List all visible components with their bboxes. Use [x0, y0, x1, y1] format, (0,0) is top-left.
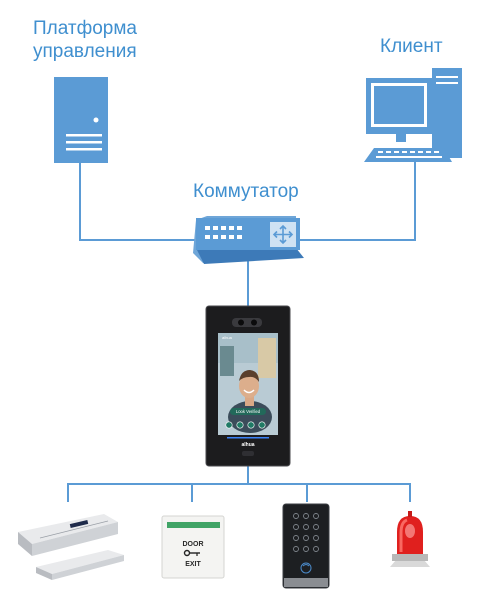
terminal-logo: alhua: [241, 442, 254, 448]
terminal-brand: alhua: [222, 335, 233, 340]
card-reader-icon: [282, 503, 330, 589]
server-link: [79, 162, 196, 241]
client-label: Клиент: [380, 36, 443, 57]
connection-lines: [67, 162, 416, 502]
computer-icon: [364, 68, 462, 162]
exit-button-line2: EXIT: [185, 561, 201, 568]
exit-button-line1: DOOR: [183, 541, 204, 548]
client-link: [300, 162, 416, 241]
magnetic-lock-icon: [18, 514, 124, 580]
network-switch-icon: [193, 216, 304, 264]
server-icon: [54, 77, 108, 163]
platform-label-line2: управления: [33, 41, 137, 62]
bus-line: [67, 483, 411, 502]
switch-label: Коммутатор: [193, 181, 299, 202]
face-recognition-terminal-icon: alhua Look Verified alhua: [205, 305, 291, 467]
exit-button-icon: DOOR EXIT: [161, 515, 225, 579]
terminal-prompt: Look Verified: [236, 409, 261, 414]
platform-label-line1: Платформа: [33, 18, 137, 39]
alarm-siren-icon: [390, 511, 430, 567]
